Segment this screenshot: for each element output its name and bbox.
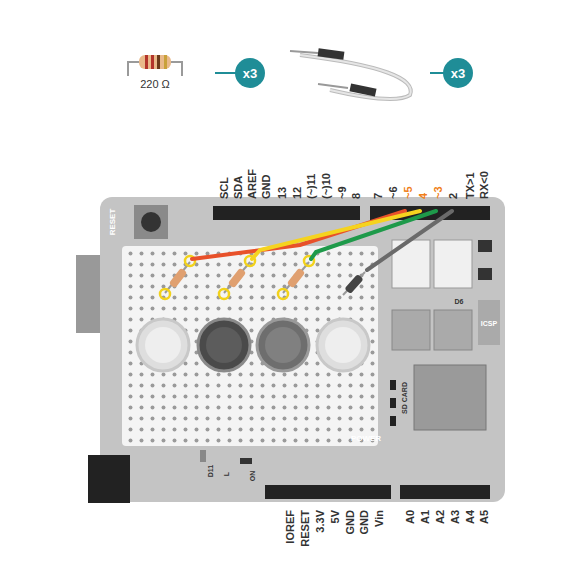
board-label: ON (249, 471, 256, 482)
resistor-icon (128, 55, 182, 76)
pin-label: SCL (219, 177, 230, 199)
board-label: POWER (351, 435, 381, 443)
pin-label: (~)10 (321, 173, 332, 199)
pin-label: ~5 (403, 186, 414, 199)
count-text: x3 (243, 66, 257, 81)
pin-label: ~9 (337, 186, 348, 199)
board-label: D11 (207, 465, 214, 477)
leader-line (430, 72, 444, 74)
pin-label: TX>1 (465, 172, 476, 199)
jumper-wire (192, 211, 452, 270)
count-badge: x3 (235, 58, 265, 88)
pin-label: 3.3V (315, 510, 326, 533)
pin-label: A4 (465, 510, 476, 524)
pin-label: ~6 (388, 186, 399, 199)
pin-label: AREF (247, 169, 258, 199)
pin-label: 13 (277, 187, 288, 199)
pin-label: (~)11 (306, 174, 317, 199)
pin-label: GND (261, 175, 272, 199)
pin-label: 8 (351, 193, 362, 199)
pin-label: A1 (420, 510, 431, 524)
count-text: x3 (451, 66, 465, 81)
count-badge: x3 (443, 58, 473, 88)
resistor-symbol (160, 256, 365, 299)
pin-label: SDA (233, 176, 244, 199)
pin-label: 7 (373, 193, 384, 199)
value-label: 220 Ω (140, 79, 170, 90)
board-label: L (223, 472, 230, 476)
pin-label: 2 (448, 193, 459, 199)
pin-label: A2 (435, 510, 446, 524)
jumper-wire-icon (290, 48, 411, 99)
pin-label: A0 (405, 510, 416, 524)
pin-label: 5V (330, 510, 341, 523)
pin-label: RX<0 (479, 171, 490, 199)
pin-label: RESET (300, 510, 311, 547)
pin-label: IOREF (285, 510, 296, 544)
arduino-board (76, 197, 505, 503)
pin-label: 12 (292, 187, 303, 199)
pin-label: ~3 (433, 186, 444, 199)
pin-label: 4 (418, 193, 429, 199)
pin-label: GND (359, 510, 370, 534)
led (137, 319, 369, 371)
pin-label: A3 (450, 510, 461, 524)
board-label: D6 (455, 298, 464, 305)
board-label: SD CARD (401, 382, 408, 414)
board-label: ICSP (481, 320, 497, 327)
button-label: RESET (109, 209, 117, 236)
pin-label: Vin (374, 510, 385, 527)
pin-label: A5 (479, 510, 490, 524)
pin-label: GND (345, 510, 356, 534)
